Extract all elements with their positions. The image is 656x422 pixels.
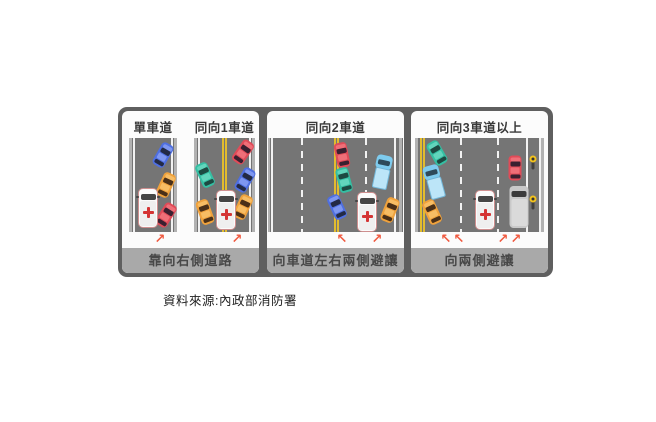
car-red-icon <box>508 155 522 181</box>
vehicle-part-win <box>355 200 358 202</box>
road-diagram <box>193 138 257 232</box>
truck-skyblue-icon <box>371 153 394 191</box>
shoulder-lane-line <box>252 138 255 232</box>
vehicle-part-lite <box>425 176 446 200</box>
road-title: 同向3車道以上 <box>436 121 523 135</box>
panel-caption: 靠向右側道路 <box>122 248 259 273</box>
solid-lane-line <box>133 138 135 232</box>
bus-gray-icon <box>509 186 529 228</box>
dashed-lane-line <box>497 138 499 232</box>
vehicle-part-win <box>214 198 217 200</box>
vehicle-part-win <box>359 198 375 204</box>
shoulder-lane-line <box>194 138 197 232</box>
yield-direction-arrow: ↖ <box>336 231 348 246</box>
solid-lane-line <box>394 138 396 232</box>
vehicle-part-win <box>510 161 520 167</box>
vehicle-part-dot <box>531 197 535 201</box>
center-double-yellow-line <box>334 138 339 232</box>
yield-direction-arrow: ↗ <box>154 231 166 246</box>
vehicle-part-win <box>477 196 493 202</box>
scenario-panel-3: 同向3車道以上 ↖↖ ↗↗ 向兩側避讓 <box>411 111 548 273</box>
ambulance-icon <box>214 190 238 230</box>
road-diagram <box>129 138 179 232</box>
vehicle-part-win <box>235 198 238 200</box>
shoulder-lane-line <box>129 138 132 232</box>
shoulder-lane-line <box>174 138 177 232</box>
road-diagram <box>268 138 403 232</box>
shoulder-lane-line <box>541 138 544 232</box>
vehicle-part-cross <box>361 215 373 218</box>
solid-lane-line <box>271 138 273 232</box>
yield-direction-arrow: ↗ <box>231 231 243 246</box>
dashed-lane-line <box>301 138 303 232</box>
source-note: 資料來源:內政部消防署 <box>163 294 297 308</box>
yield-direction-arrow: ↖ <box>440 231 452 246</box>
car-blue-icon <box>325 192 349 222</box>
car-orange-icon <box>379 195 401 225</box>
vehicle-part-lite <box>510 167 520 174</box>
shoulder-lane-line <box>399 138 402 232</box>
vehicle-part-cross <box>220 213 232 216</box>
vehicle-part-dot <box>531 157 535 161</box>
panel-caption: 向車道左右兩側避讓 <box>267 248 404 273</box>
road-title: 同向1車道 <box>194 121 255 135</box>
solid-lane-line <box>539 138 541 232</box>
vehicle-part-body <box>531 197 535 210</box>
vehicle-part-lite <box>510 157 520 161</box>
dashed-lane-line <box>365 138 367 232</box>
ambulance-icon <box>136 188 160 228</box>
shoulder-lane-line <box>415 138 418 232</box>
yield-direction-arrow: ↖ <box>453 231 465 246</box>
scooter-scooter-icon <box>529 155 538 171</box>
solid-lane-line <box>249 138 251 232</box>
vehicle-part-win <box>140 194 156 200</box>
vehicle-part-win <box>376 200 379 202</box>
vehicle-part-win <box>494 198 497 200</box>
vehicle-part-win <box>136 196 139 198</box>
panel-caption: 向兩側避讓 <box>411 248 548 273</box>
vehicle-part-win <box>157 196 160 198</box>
scenario-panel-1: 單車道 ↗ 同向1車道 ↗ 靠向右側道路 <box>122 111 259 273</box>
vehicle-part-win <box>473 198 476 200</box>
vehicle-part-cross <box>479 213 491 216</box>
yield-direction-arrow: ↗ <box>510 231 522 246</box>
vehicle-part-win <box>511 191 527 197</box>
center-double-yellow-line <box>420 138 425 232</box>
vehicle-part-lite <box>371 166 391 190</box>
road-diagram <box>415 138 544 232</box>
vehicle-part-lite <box>511 199 527 226</box>
solid-lane-line <box>198 138 200 232</box>
dashed-lane-line <box>460 138 462 232</box>
yield-direction-arrow: ↗ <box>497 231 509 246</box>
scenario-panel-2: 同向2車道 ↖ ↗ 向車道左右兩側避讓 <box>267 111 404 273</box>
road-title: 單車道 <box>133 121 173 135</box>
ambulance-icon <box>355 192 379 232</box>
yield-guide-board: 單車道 ↗ 同向1車道 ↗ 靠向右側道路 同向2車道 ↖ ↗ 向車道左右兩側避讓 同向3車道以上 ↖… <box>118 107 553 277</box>
vehicle-part-win <box>510 174 520 178</box>
vehicle-part-win <box>218 196 234 202</box>
road-title: 同向2車道 <box>305 121 366 135</box>
truck-skyblue-icon <box>421 163 446 201</box>
yield-direction-arrow: ↗ <box>371 231 383 246</box>
shoulder-lane-line <box>268 138 270 232</box>
ambulance-icon <box>473 190 497 230</box>
center-double-yellow-line <box>222 138 227 232</box>
vehicle-part-body <box>531 157 535 170</box>
vehicle-part-cross <box>142 211 154 214</box>
solid-lane-line <box>526 138 528 232</box>
scooter-scooter-icon <box>529 195 538 211</box>
